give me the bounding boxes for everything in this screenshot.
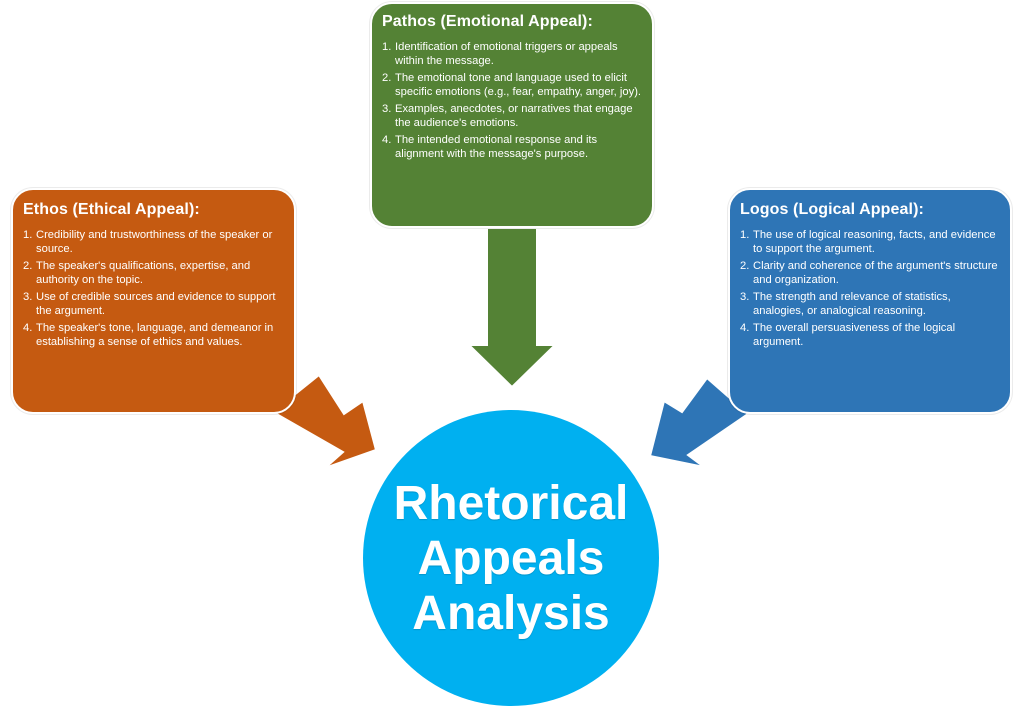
pathos-title: Pathos (Emotional Appeal):	[382, 13, 593, 30]
list-item: 2.The speaker's qualifications, expertis…	[23, 260, 251, 286]
list-item: 4.The overall persuasiveness of the logi…	[740, 322, 956, 348]
logos-title: Logos (Logical Appeal):	[740, 201, 924, 218]
logos-list: 1.The use of logical reasoning, facts, a…	[740, 229, 1000, 349]
pathos-arrow	[466, 227, 558, 389]
center-circle: Rhetorical Appeals Analysis	[363, 410, 659, 706]
list-item: 2.Clarity and coherence of the argument'…	[740, 260, 998, 286]
list-item: 1.Identification of emotional triggers o…	[382, 41, 618, 67]
list-item: 3.The strength and relevance of statisti…	[740, 291, 951, 317]
list-item: 3.Use of credible sources and evidence t…	[23, 291, 276, 317]
center-title-line: Appeals	[417, 531, 605, 585]
logos-box: Logos (Logical Appeal): 1.The use of log…	[728, 188, 1012, 414]
ethos-list: 1.Credibility and trustworthiness of the…	[23, 229, 284, 349]
ethos-title: Ethos (Ethical Appeal):	[23, 201, 200, 218]
logos-arrow	[648, 376, 750, 468]
pathos-list: 1.Identification of emotional triggers o…	[382, 41, 642, 161]
list-item: 1.The use of logical reasoning, facts, a…	[740, 229, 996, 255]
list-item: 4.The speaker's tone, language, and deme…	[23, 322, 274, 348]
list-item: 2.The emotional tone and language used t…	[382, 72, 642, 98]
list-item: 4.The intended emotional response and it…	[382, 134, 598, 160]
center-title-line: Analysis	[412, 586, 610, 640]
center-title-line: Rhetorical	[393, 476, 629, 530]
list-item: 1.Credibility and trustworthiness of the…	[23, 229, 273, 255]
list-item: 3.Examples, anecdotes, or narratives tha…	[382, 103, 633, 129]
pathos-box: Pathos (Emotional Appeal): 1.Identificat…	[370, 2, 654, 228]
ethos-arrow	[271, 373, 378, 469]
ethos-box: Ethos (Ethical Appeal): 1.Credibility an…	[11, 188, 296, 414]
